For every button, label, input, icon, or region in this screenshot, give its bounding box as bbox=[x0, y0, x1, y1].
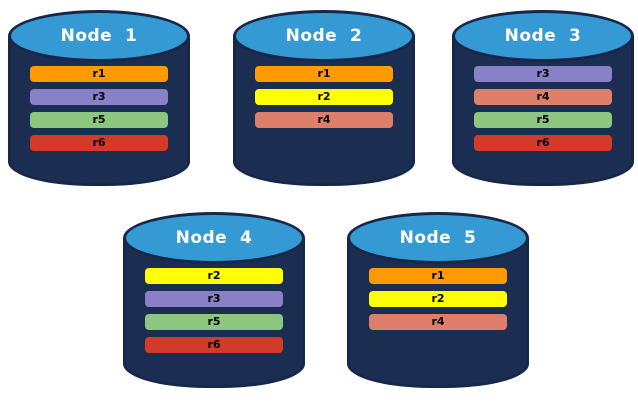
node-5[interactable]: Node 5 r1 r2 r4 bbox=[347, 212, 529, 388]
replica-row-r4[interactable]: r4 bbox=[254, 112, 394, 128]
cylinder-top-ellipse bbox=[347, 212, 529, 264]
cylinder-body bbox=[347, 238, 529, 388]
replica-row-list: r1 r2 r4 bbox=[347, 268, 529, 330]
node-4[interactable]: Node 4 r2 r3 r5 r6 bbox=[123, 212, 305, 388]
replica-row-r2[interactable]: r2 bbox=[368, 291, 508, 307]
replica-row-r4[interactable]: r4 bbox=[368, 314, 508, 330]
replica-row-r2[interactable]: r2 bbox=[254, 89, 394, 105]
cylinder-shape: Node 4 bbox=[123, 212, 305, 388]
replica-row-r5[interactable]: r5 bbox=[473, 112, 613, 128]
node-1[interactable]: Node 1 r1 r3 r5 r6 bbox=[8, 10, 190, 186]
node-3[interactable]: Node 3 r3 r4 r5 r6 bbox=[452, 10, 634, 186]
replica-row-r6[interactable]: r6 bbox=[29, 135, 169, 151]
node-label: Node 5 bbox=[399, 228, 477, 248]
node-label: Node 4 bbox=[175, 228, 253, 248]
replica-row-r2[interactable]: r2 bbox=[144, 268, 284, 284]
replica-row-r1[interactable]: r1 bbox=[254, 66, 394, 82]
node-label: Node 1 bbox=[60, 26, 138, 46]
cylinder-top-ellipse bbox=[233, 10, 415, 62]
replica-row-r1[interactable]: r1 bbox=[29, 66, 169, 82]
cylinder-shape: Node 5 bbox=[347, 212, 529, 388]
node-2[interactable]: Node 2 r1 r2 r4 bbox=[233, 10, 415, 186]
cylinder-top-ellipse bbox=[123, 212, 305, 264]
replica-row-list: r2 r3 r5 r6 bbox=[123, 268, 305, 353]
replica-row-list: r1 r3 r5 r6 bbox=[8, 66, 190, 151]
replica-row-r6[interactable]: r6 bbox=[473, 135, 613, 151]
replica-row-r1[interactable]: r1 bbox=[368, 268, 508, 284]
replica-row-r6[interactable]: r6 bbox=[144, 337, 284, 353]
replica-row-r3[interactable]: r3 bbox=[29, 89, 169, 105]
cylinder-top-ellipse bbox=[452, 10, 634, 62]
replica-row-r3[interactable]: r3 bbox=[473, 66, 613, 82]
replica-row-r3[interactable]: r3 bbox=[144, 291, 284, 307]
cylinder-shape: Node 1 bbox=[8, 10, 190, 186]
node-label: Node 3 bbox=[504, 26, 582, 46]
node-label: Node 2 bbox=[285, 26, 363, 46]
replica-row-r5[interactable]: r5 bbox=[29, 112, 169, 128]
replica-row-list: r3 r4 r5 r6 bbox=[452, 66, 634, 151]
cylinder-shape: Node 3 bbox=[452, 10, 634, 186]
replica-row-list: r1 r2 r4 bbox=[233, 66, 415, 128]
cylinder-shape: Node 2 bbox=[233, 10, 415, 186]
replica-row-r4[interactable]: r4 bbox=[473, 89, 613, 105]
cylinder-top-ellipse bbox=[8, 10, 190, 62]
replica-row-r5[interactable]: r5 bbox=[144, 314, 284, 330]
